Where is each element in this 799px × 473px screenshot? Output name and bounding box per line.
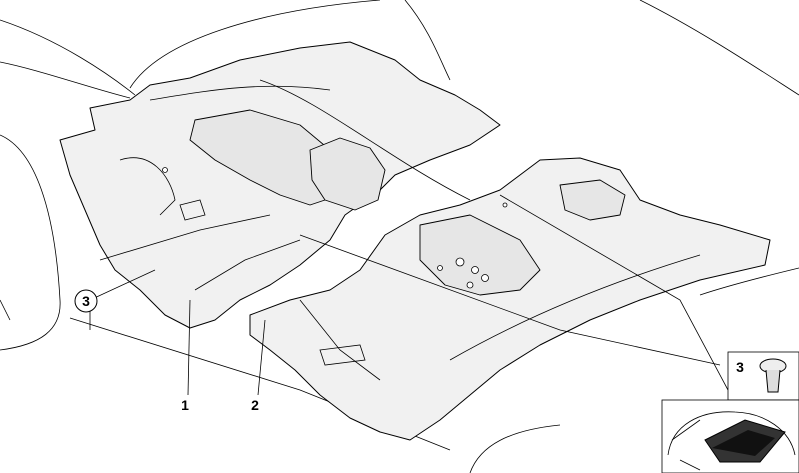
callout-3-front: 3	[74, 289, 98, 313]
callout-3-inset-label: 3	[736, 359, 744, 375]
callout-1-label: 1	[181, 397, 189, 413]
rear-floor-carpet	[249, 157, 771, 441]
car-location-inset	[661, 399, 799, 473]
callout-3-front-label: 3	[82, 293, 90, 309]
clip-detail-inset: 3	[727, 351, 799, 401]
callout-2-label: 2	[251, 397, 259, 413]
push-clip-icon	[759, 358, 787, 393]
leader-lines	[89, 79, 729, 396]
front-floor-carpet	[59, 41, 501, 329]
